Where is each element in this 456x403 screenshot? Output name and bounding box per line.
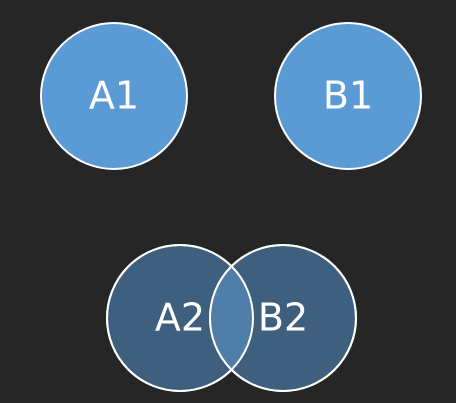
circle-b1-shape <box>274 22 422 170</box>
circle-a1-label: A1 <box>89 74 139 118</box>
circle-a2-outline <box>106 244 254 392</box>
circle-b2-outline <box>209 244 357 392</box>
circle-a1: A1 <box>40 22 188 170</box>
circle-b1-label: B1 <box>323 74 373 118</box>
circle-b2-label: B2 <box>258 296 308 340</box>
circle-a2-label: A2 <box>155 296 205 340</box>
circle-a1-shape <box>40 22 188 170</box>
circle-b1: B1 <box>274 22 422 170</box>
